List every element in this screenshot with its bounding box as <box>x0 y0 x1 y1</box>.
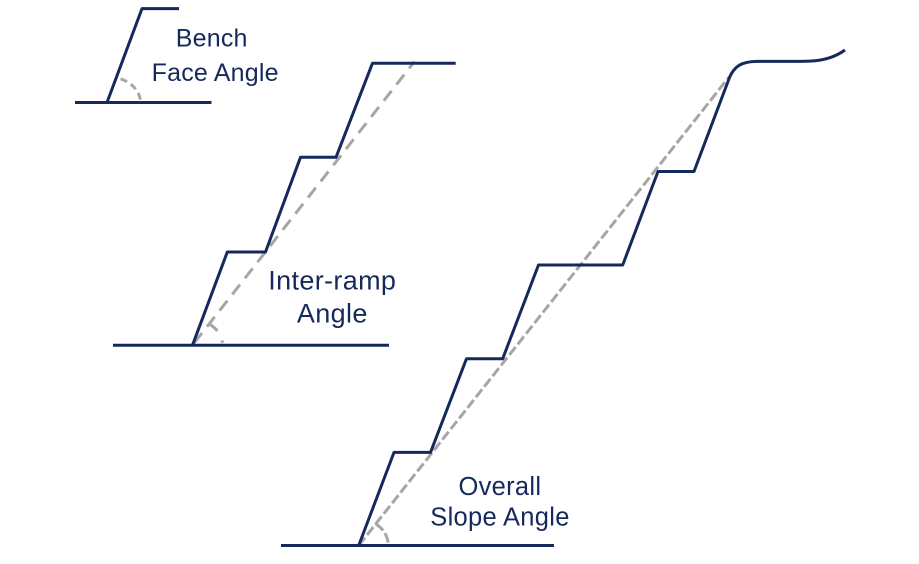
svg-text:Face Angle: Face Angle <box>152 59 279 87</box>
svg-text:Angle: Angle <box>297 299 368 329</box>
svg-text:Slope Angle: Slope Angle <box>430 504 569 532</box>
svg-text:Bench: Bench <box>176 25 248 53</box>
svg-text:Overall: Overall <box>458 473 541 501</box>
svg-text:Inter-ramp: Inter-ramp <box>268 266 396 296</box>
